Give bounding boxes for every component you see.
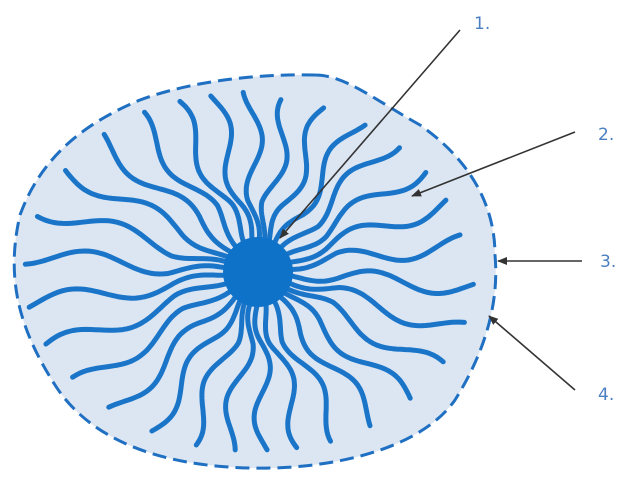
callout-label-4: 4.: [598, 385, 614, 405]
callout-label-1: 1.: [474, 14, 490, 34]
callout-label-2: 2.: [598, 125, 614, 145]
callout-label-3: 3.: [600, 252, 616, 272]
center-core: [223, 237, 293, 307]
callout-arrow-4: [489, 316, 575, 390]
